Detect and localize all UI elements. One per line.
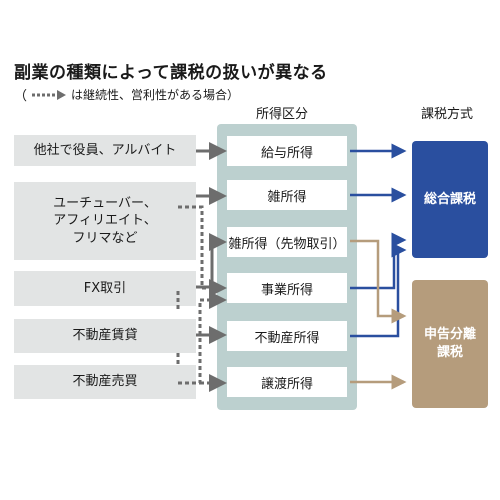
income-box-business: 事業所得 xyxy=(227,273,347,303)
source-box-online: ユーチューバー、 アフィリエイト、 フリマなど xyxy=(14,182,196,260)
comprehensive-arrows xyxy=(350,143,407,338)
source-arrows xyxy=(196,142,227,344)
dashed-arrows xyxy=(176,205,227,392)
arrow-sale-to-business-dashed xyxy=(178,291,227,385)
arrow-online-to-business-dashed xyxy=(178,205,227,297)
source-box-sale: 不動産売買 xyxy=(14,365,196,399)
income-box-misc-futures: 雑所得（先物取引） xyxy=(227,227,347,257)
income-box-real-estate: 不動産所得 xyxy=(227,321,347,351)
income-box-transfer: 譲渡所得 xyxy=(227,367,347,397)
tax-method-header: 課税方式 xyxy=(421,107,474,122)
page-title: 副業の種類によって課税の扱いが異なる xyxy=(14,63,328,83)
legend: （ は継続性、営利性がある場合） xyxy=(14,85,239,104)
arrow-business-to-comprehensive xyxy=(350,232,407,290)
legend-open-paren: （ xyxy=(14,89,28,104)
income-box-misc: 雑所得 xyxy=(227,180,347,210)
legend-text: は継続性、営利性がある場合） xyxy=(71,88,240,102)
source-box-rental: 不動産賃貸 xyxy=(14,319,196,353)
arrow-fx-to-futures xyxy=(196,233,227,289)
income-category-panel xyxy=(217,124,357,410)
arrow-futures-to-separate xyxy=(350,239,407,324)
source-box-employment: 他社で役員、アルバイト xyxy=(14,135,196,166)
tax-method-comprehensive: 総合課税 xyxy=(412,141,488,258)
income-category-header: 所得区分 xyxy=(256,107,309,122)
income-box-salary: 給与所得 xyxy=(227,136,347,166)
arrow-real-estate-to-comprehensive xyxy=(350,242,407,338)
dashed-arrow-icon xyxy=(31,88,67,102)
source-box-fx: FX取引 xyxy=(14,271,196,306)
tax-method-separate: 申告分離 課税 xyxy=(412,280,488,408)
separate-arrows xyxy=(350,239,407,390)
